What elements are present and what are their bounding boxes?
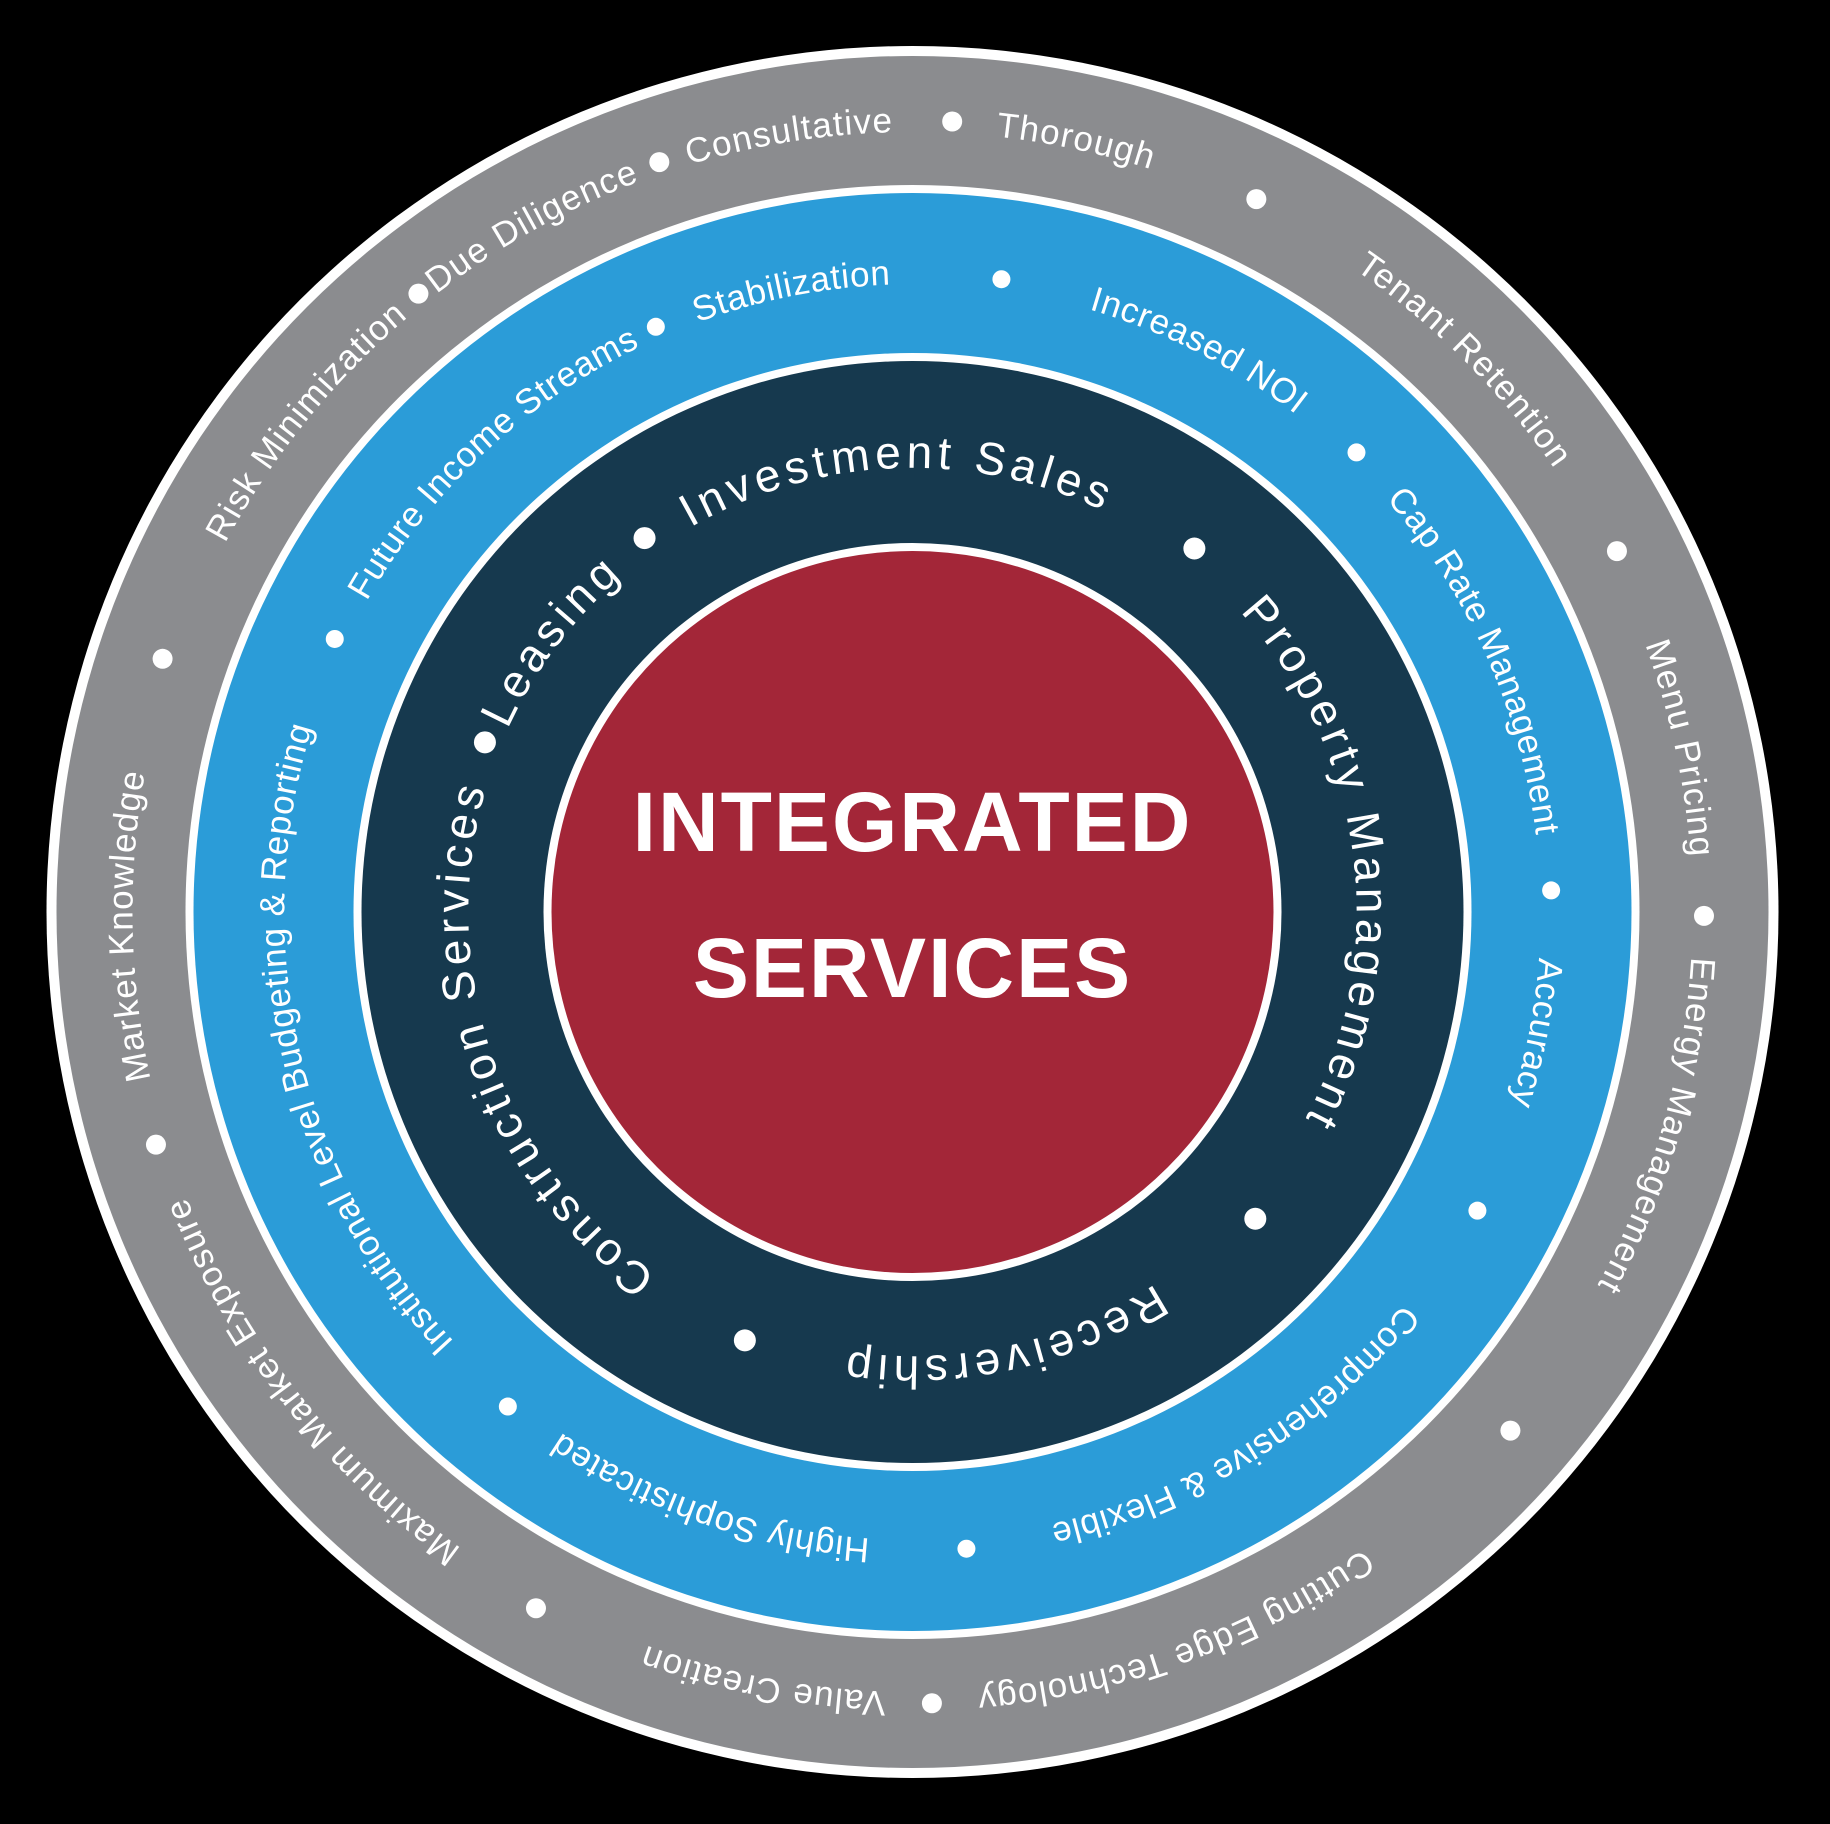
center-title-line-1: INTEGRATED xyxy=(633,775,1193,869)
separator-dot-icon xyxy=(325,629,344,648)
separator-dot-icon xyxy=(1500,1420,1521,1441)
separator-dot-icon xyxy=(992,270,1011,289)
concentric-ring-discs xyxy=(46,46,1779,1778)
separator-dot-icon xyxy=(473,731,496,754)
separator-dot-icon xyxy=(1542,881,1561,900)
separator-dot-icon xyxy=(646,317,665,336)
separator-dot-icon xyxy=(525,1598,546,1619)
separator-dot-icon xyxy=(1606,541,1627,562)
separator-dot-icon xyxy=(1183,537,1206,560)
separator-dot-icon xyxy=(1244,1207,1267,1230)
center-circle xyxy=(551,551,1274,1273)
separator-dot-icon xyxy=(649,152,670,173)
separator-dot-icon xyxy=(145,1134,166,1155)
separator-dot-icon xyxy=(152,648,173,669)
separator-dot-icon xyxy=(1246,189,1267,210)
center-title-line-2: SERVICES xyxy=(693,921,1132,1015)
separator-dot-icon xyxy=(1693,905,1714,926)
separator-dot-icon xyxy=(957,1539,976,1558)
separator-dot-icon xyxy=(942,111,963,132)
separator-dot-icon xyxy=(733,1329,756,1352)
separator-dot-icon xyxy=(633,527,656,550)
separator-dot-icon xyxy=(921,1693,942,1714)
separator-dot-icon xyxy=(498,1397,517,1416)
separator-dot-icon xyxy=(408,283,429,304)
separator-dot-icon xyxy=(1468,1201,1487,1220)
separator-dot-icon xyxy=(1347,443,1366,462)
